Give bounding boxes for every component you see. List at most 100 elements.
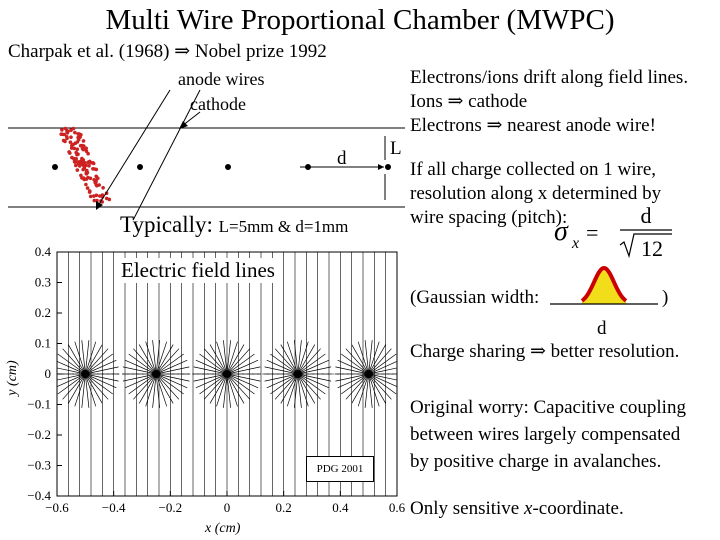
ion-dot xyxy=(68,140,73,144)
equals-sign: = xyxy=(586,220,598,245)
field-line xyxy=(85,359,117,375)
gaussian-label: (Gaussian width: xyxy=(410,287,540,308)
field-line xyxy=(193,373,228,382)
field-line xyxy=(195,373,228,389)
field-line xyxy=(62,373,86,400)
field-line xyxy=(274,348,299,375)
ion-dot xyxy=(69,146,74,150)
field-line xyxy=(368,373,397,381)
field-line xyxy=(155,373,168,407)
pdg-badge: PDG 2001 xyxy=(306,456,374,482)
field-line xyxy=(85,373,119,382)
ion-dot xyxy=(86,175,90,180)
ion-dot xyxy=(91,161,96,166)
field-line xyxy=(357,341,369,375)
field-line xyxy=(155,373,184,395)
field-line xyxy=(337,373,369,389)
field-line xyxy=(138,344,157,375)
field-line xyxy=(138,373,157,404)
field-line xyxy=(155,373,180,400)
ion-dot xyxy=(84,146,88,151)
ionization-track xyxy=(59,126,112,204)
ion-dot xyxy=(88,189,92,193)
x-axis-label: x (cm) xyxy=(204,521,241,536)
ion-dot xyxy=(82,160,87,165)
field-line xyxy=(345,373,369,400)
ion-dot xyxy=(84,171,89,176)
L-label: L xyxy=(390,138,402,159)
ion-dot xyxy=(75,168,80,172)
ion-dot xyxy=(65,128,69,133)
ion-dot xyxy=(61,138,66,143)
anode-wire xyxy=(385,164,391,170)
resolution-formula: σ x = d 12 xyxy=(554,203,672,261)
drift-line: Ions ⇒ cathode xyxy=(410,91,528,112)
x-tick-label: −0.2 xyxy=(159,500,183,515)
field-line xyxy=(128,373,157,395)
ion-dot xyxy=(93,180,97,185)
ion-dot xyxy=(98,194,102,198)
gaussian-d-label: d xyxy=(597,318,607,339)
field-line xyxy=(155,340,161,375)
field-line xyxy=(85,341,97,375)
field-line xyxy=(155,373,174,404)
field-line xyxy=(264,373,298,382)
field-line xyxy=(335,366,369,375)
field-line xyxy=(297,373,302,408)
formula-numerator: d xyxy=(641,203,652,228)
field-line xyxy=(155,353,184,375)
anode-wire xyxy=(52,164,58,170)
field-line xyxy=(145,373,157,407)
ion-dot xyxy=(62,132,66,137)
gaussian-sketch xyxy=(550,265,658,305)
y-tick-label: −0.2 xyxy=(27,427,51,442)
ion-dot xyxy=(101,186,105,190)
page-title: Multi Wire Proportional Chamber (MWPC) xyxy=(105,4,615,36)
sensitive-text: Only sensitive x-coordinate. xyxy=(410,498,624,520)
field-line xyxy=(223,340,228,375)
sigma-subscript: x xyxy=(571,235,579,252)
charge-line: wire spacing (pitch): xyxy=(410,207,568,228)
field-line xyxy=(364,340,370,375)
field-line xyxy=(368,348,392,375)
field-line xyxy=(286,373,299,407)
anode-wires-label: anode wires xyxy=(178,69,264,89)
ion-dot xyxy=(74,163,78,168)
x-tick-label: 0.4 xyxy=(332,500,349,515)
field-line xyxy=(152,373,157,408)
worry-line: Original worry: Capacitive coupling xyxy=(410,397,686,418)
field-line xyxy=(368,373,373,408)
x-tick-label: −0.4 xyxy=(102,500,126,515)
ion-dot xyxy=(94,174,98,179)
field-line xyxy=(368,341,380,375)
field-line xyxy=(67,344,86,375)
field-line xyxy=(368,373,380,407)
field-line xyxy=(122,373,157,382)
x-tick-label: 0 xyxy=(224,500,231,515)
y-tick-label: 0.2 xyxy=(35,305,51,320)
field-line xyxy=(195,359,228,375)
field-line xyxy=(156,366,190,375)
field-line xyxy=(266,359,298,375)
anode-wire xyxy=(137,164,143,170)
ion-dot xyxy=(76,152,80,156)
field-line xyxy=(226,348,251,375)
ion-dot xyxy=(78,135,82,139)
field-line xyxy=(85,366,119,375)
field-line xyxy=(124,373,157,389)
typical-dimensions: Typically: L=5mm & d=1mm xyxy=(120,212,348,238)
ion-dot xyxy=(84,182,88,187)
gaussian-close: ) xyxy=(662,287,669,308)
ion-dot xyxy=(78,143,83,148)
field-line xyxy=(122,366,157,375)
field-line xyxy=(286,341,299,375)
field-line xyxy=(57,373,86,381)
field-line xyxy=(274,373,299,400)
field-line xyxy=(156,359,188,375)
ion-dot xyxy=(74,157,78,161)
field-line xyxy=(85,353,114,375)
ion-dot xyxy=(79,173,83,178)
field-line xyxy=(216,341,228,375)
worry-text: Original worry: Capacitive coupling betw… xyxy=(410,394,686,475)
